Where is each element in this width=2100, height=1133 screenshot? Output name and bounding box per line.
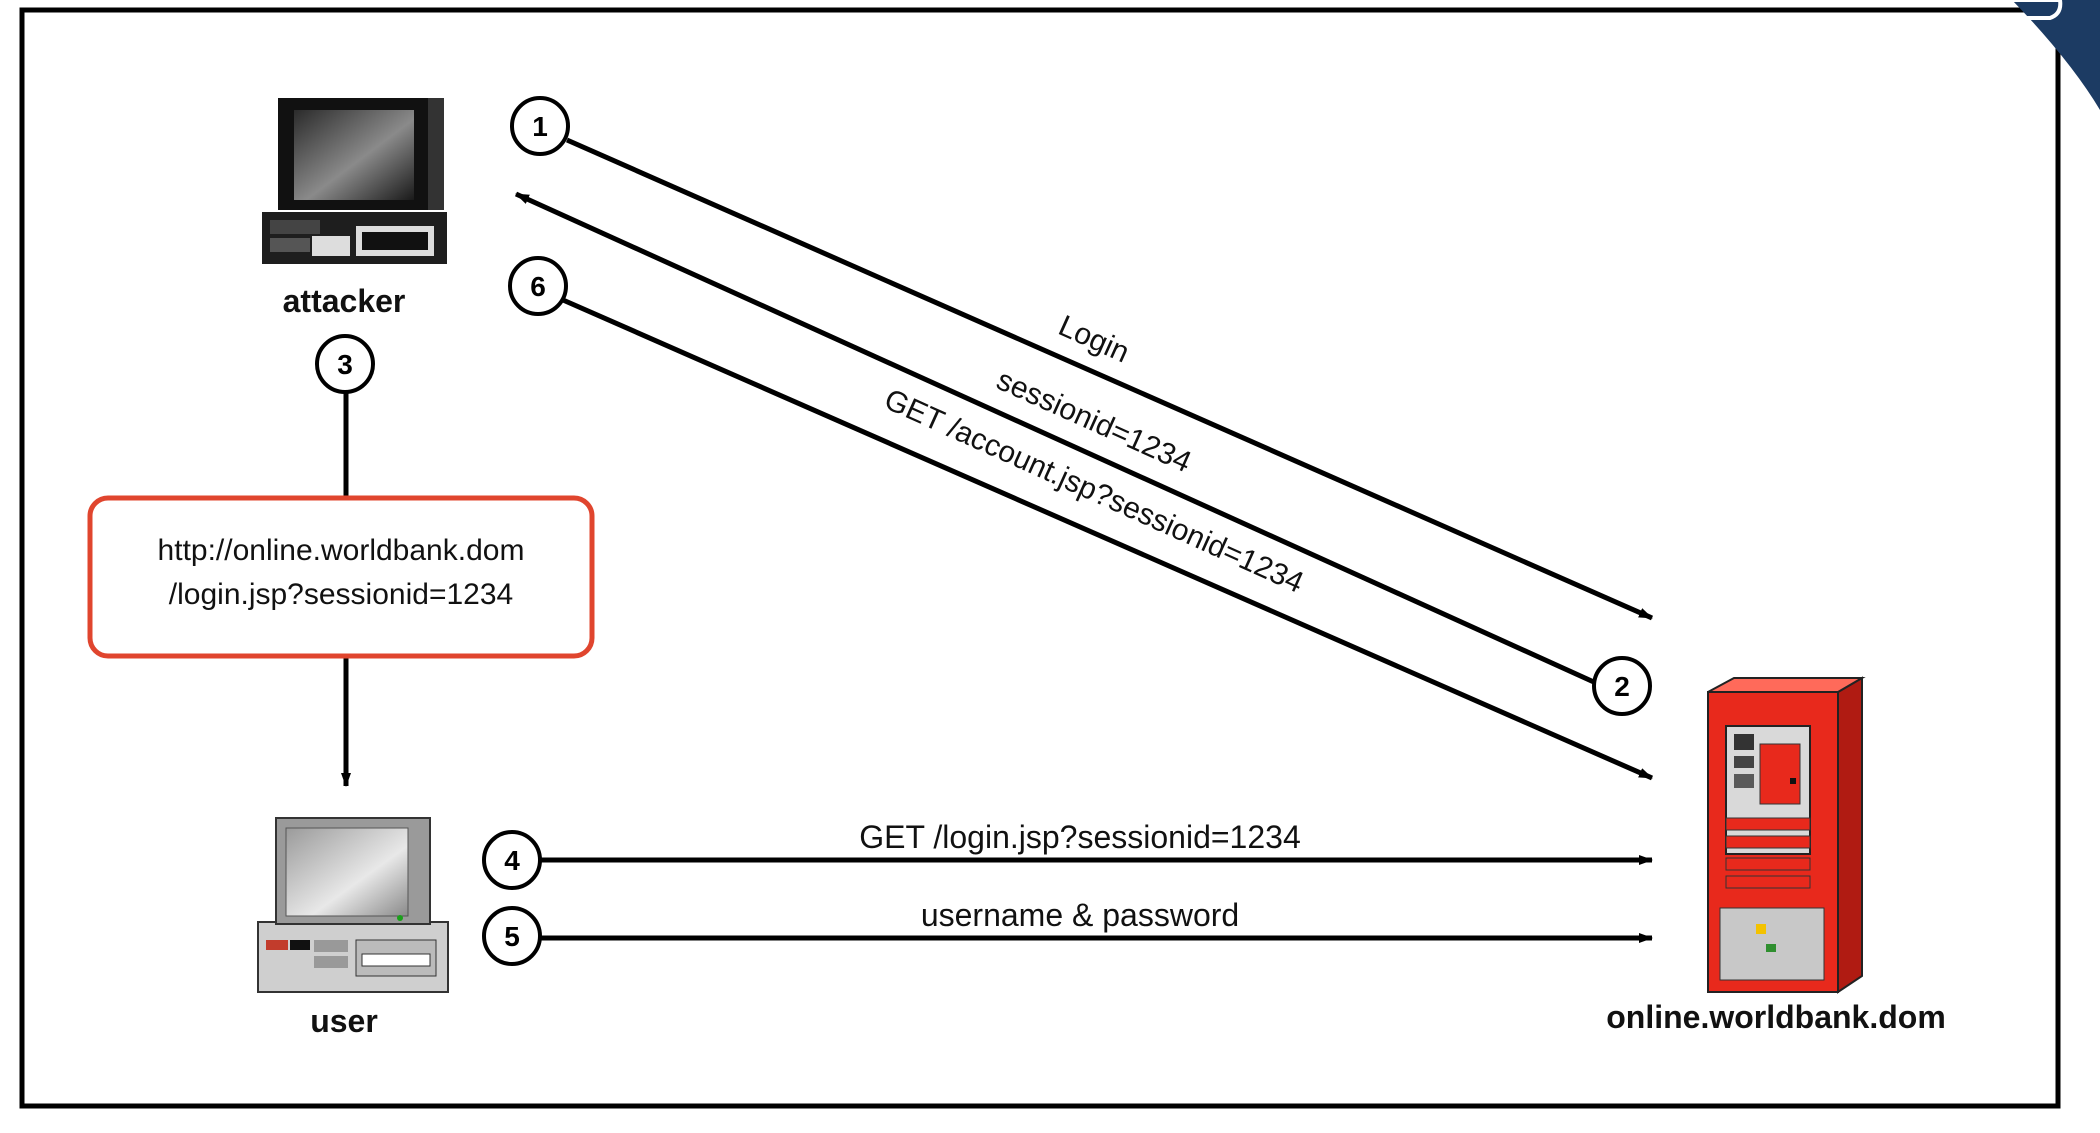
url-line-2: /login.jsp?sessionid=1234 bbox=[169, 578, 513, 611]
diagram-frame bbox=[19, 7, 2061, 1109]
arrow-step-1 bbox=[565, 137, 1654, 621]
url-line-1: http://online.worldbank.dom bbox=[158, 534, 525, 567]
user-label: user bbox=[310, 1003, 378, 1039]
attacker-computer-icon bbox=[262, 98, 447, 264]
step-marker-4: 4 bbox=[482, 830, 542, 890]
arrow-step-2 bbox=[514, 191, 1598, 686]
step-number: 3 bbox=[337, 349, 353, 380]
step-number: 2 bbox=[1614, 671, 1630, 702]
step-marker-2: 2 bbox=[1592, 656, 1652, 716]
step-marker-3: 3 bbox=[315, 334, 375, 394]
url-highlight-box bbox=[87, 495, 595, 659]
attacker-label: attacker bbox=[283, 283, 406, 319]
step-marker-1: 1 bbox=[510, 96, 570, 156]
step-number: 1 bbox=[532, 111, 548, 142]
server-icon bbox=[1707, 676, 1866, 994]
step-number: 5 bbox=[504, 921, 520, 952]
step-marker-5: 5 bbox=[482, 906, 542, 966]
user-computer-icon bbox=[257, 817, 449, 993]
message-get-login: GET /login.jsp?sessionid=1234 bbox=[859, 819, 1300, 855]
message-credentials: username & password bbox=[921, 897, 1239, 933]
corner-decoration bbox=[2012, 0, 2100, 110]
server-label: online.worldbank.dom bbox=[1606, 999, 1946, 1035]
step-number: 6 bbox=[530, 271, 546, 302]
arrow-step-6 bbox=[561, 297, 1654, 781]
step-number: 4 bbox=[504, 845, 520, 876]
step-marker-6: 6 bbox=[508, 256, 568, 316]
